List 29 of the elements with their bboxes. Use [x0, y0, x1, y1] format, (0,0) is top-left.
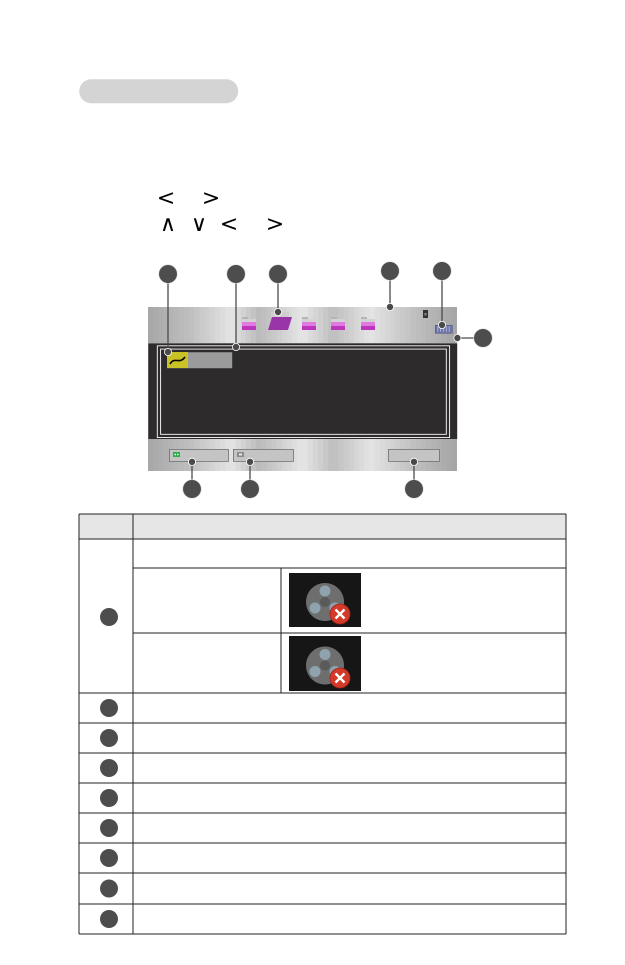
callout-circle [473, 328, 493, 348]
callout-circle [226, 264, 246, 284]
folder-icon [268, 312, 292, 330]
callout-circle [404, 479, 424, 499]
leader-line [410, 458, 418, 480]
footer-button [388, 449, 440, 462]
leader-line [232, 284, 240, 351]
key-symbol: > [268, 218, 282, 230]
leader-line [438, 280, 446, 329]
callout-circle [182, 479, 202, 499]
file-thumbnail [167, 352, 232, 368]
callout-circle [380, 261, 400, 281]
leader-line [453, 334, 474, 342]
key-symbol: < [222, 218, 236, 230]
leader-line [188, 458, 196, 480]
key-symbol: ∧ [162, 218, 174, 231]
callout-circle [432, 261, 452, 281]
callout-circle [158, 264, 178, 284]
leader-line [386, 280, 394, 311]
leader-line [164, 284, 172, 356]
callout-circle [268, 264, 288, 284]
key-symbol: ∨ [194, 218, 204, 231]
callout-circle [240, 479, 260, 499]
key-symbol: < [159, 192, 173, 204]
footer-button [169, 449, 229, 462]
leader-line [274, 284, 282, 316]
key-symbol: > [204, 192, 218, 204]
heading-pill [79, 79, 238, 104]
leader-line [246, 458, 254, 480]
